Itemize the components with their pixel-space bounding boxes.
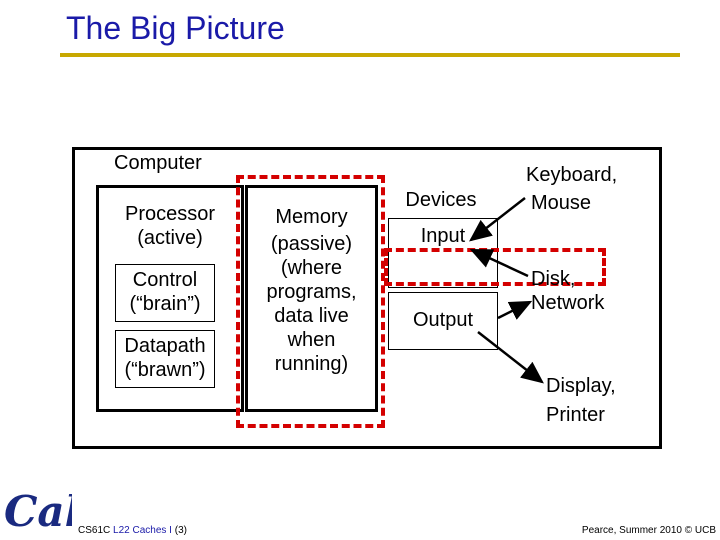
processor-box — [96, 185, 244, 412]
memory-highlight — [236, 175, 385, 428]
processor-subtitle: (active) — [137, 227, 203, 249]
output-to-disk-arrow — [497, 300, 533, 320]
processor-label: Processor — [124, 203, 216, 225]
computer-system-box — [72, 147, 662, 449]
memory-line-5: data live — [274, 305, 349, 327]
cal-logo: Cal — [4, 487, 72, 536]
input-label: Input — [420, 225, 466, 247]
footer-page: (3) — [174, 525, 187, 536]
devices-label: Devices — [405, 189, 477, 211]
output-box — [388, 292, 498, 350]
datapath-subtitle: (“brawn”) — [124, 359, 206, 381]
keyboard-label: Keyboard, — [526, 164, 618, 186]
printer-label: Printer — [546, 404, 605, 426]
footer-right: Pearce, Summer 2010 © UCB — [581, 525, 716, 536]
mouse-label: Mouse — [531, 192, 592, 214]
control-label: Control — [132, 269, 198, 291]
keyboard-arrow — [469, 197, 526, 242]
disk-to-input-arrow — [469, 248, 529, 278]
memory-line-6: when — [287, 329, 336, 351]
input-highlight — [384, 248, 606, 286]
network-label: Network — [531, 292, 605, 314]
title-rule — [60, 53, 680, 57]
computer-label: Computer — [114, 152, 202, 174]
output-to-display-arrow — [477, 331, 544, 384]
footer-course: CS61C — [78, 525, 111, 536]
slide-title: The Big Picture — [66, 10, 285, 46]
memory-line-3: (where — [280, 257, 343, 279]
memory-line-4: programs, — [266, 281, 357, 303]
output-label: Output — [412, 309, 474, 331]
control-box — [115, 264, 215, 322]
input-box — [388, 218, 498, 288]
datapath-box — [115, 330, 215, 388]
disk-label: Disk, — [531, 268, 576, 290]
memory-box — [245, 185, 378, 412]
footer-left: CS61C L22 Caches I (3) — [78, 525, 187, 536]
svg-text:Cal: Cal — [4, 487, 72, 536]
memory-line-2: (passive) — [270, 233, 353, 255]
datapath-label: Datapath — [124, 335, 206, 357]
memory-line-7: running) — [274, 353, 349, 375]
footer-lecture-link[interactable]: L22 Caches I — [113, 525, 172, 536]
display-label: Display, — [546, 375, 616, 397]
control-subtitle: (“brain”) — [129, 293, 201, 315]
memory-label: Memory — [275, 206, 348, 228]
